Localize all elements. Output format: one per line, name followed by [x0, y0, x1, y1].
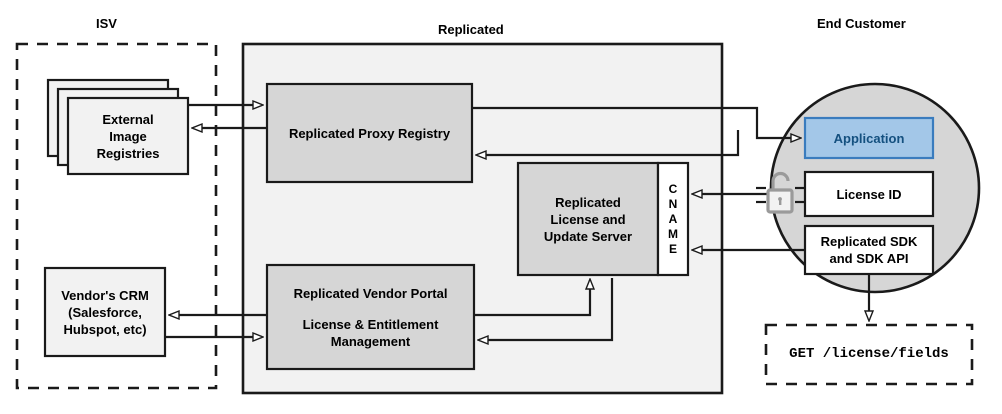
replicated-sdk-box	[803, 224, 935, 276]
vendor-crm-box	[43, 266, 167, 358]
section-label-end-customer: End Customer	[817, 16, 906, 31]
application-box	[803, 116, 935, 160]
vendor-portal-box	[265, 263, 476, 371]
api-endpoint-box	[764, 323, 974, 386]
section-label-isv: ISV	[96, 16, 117, 31]
arrow-license-server-to-vendor-portal	[479, 278, 614, 340]
cname-letter-n: N	[668, 196, 678, 211]
license-id-box	[803, 170, 935, 218]
cname-letter-m: M	[668, 226, 678, 241]
arrow-vendor-portal-to-license-server	[474, 280, 590, 317]
cname-label: C N A M E	[658, 163, 688, 275]
arrow-proxy-to-application	[472, 106, 800, 138]
section-label-replicated: Replicated	[438, 22, 504, 37]
cname-letter-e: E	[668, 241, 677, 256]
cname-letter-a: A	[668, 211, 678, 226]
cname-letter-c: C	[668, 181, 678, 196]
license-update-server-box	[516, 161, 660, 277]
external-registry-front	[66, 96, 190, 176]
isv-boundary	[15, 42, 218, 390]
arrow-application-to-proxy	[477, 130, 740, 155]
cname-box	[656, 161, 690, 277]
proxy-registry-box	[265, 82, 474, 184]
